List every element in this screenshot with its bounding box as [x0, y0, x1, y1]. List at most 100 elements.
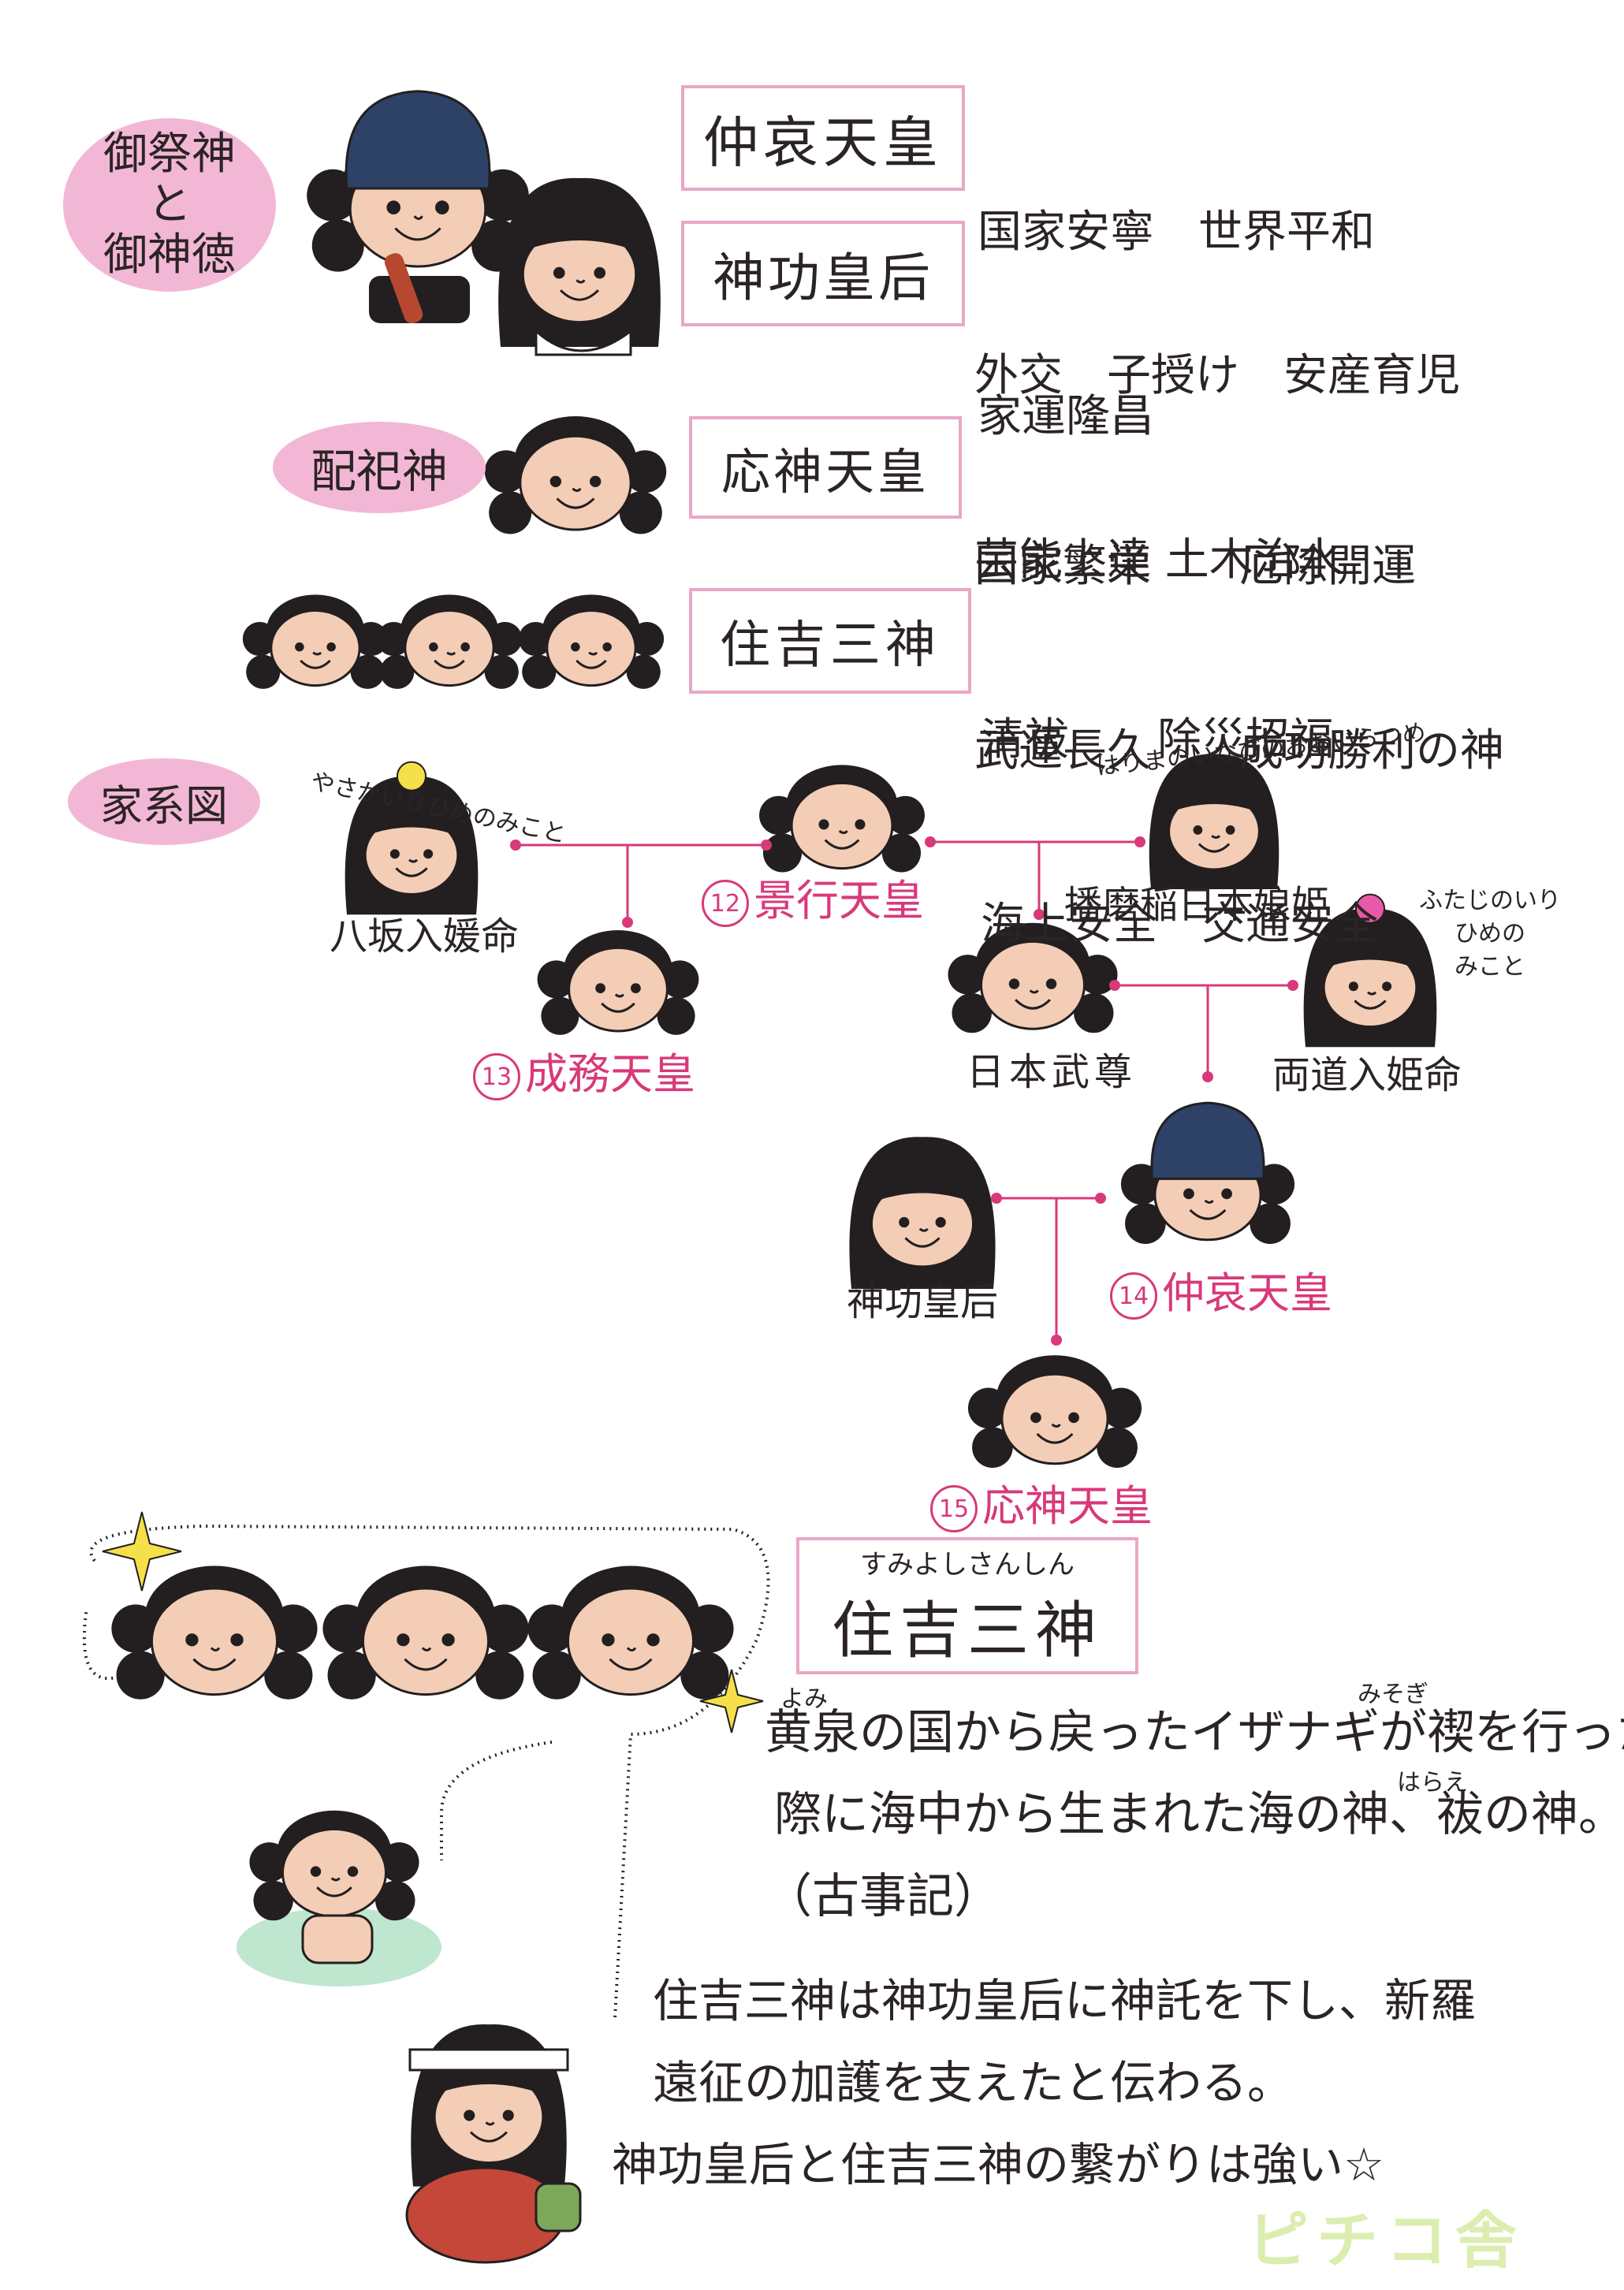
eye: [935, 1216, 946, 1228]
tree-dot: [1051, 1335, 1062, 1346]
haishijin-label: 配祀神: [273, 422, 486, 513]
sumiyoshi-big-head-3: [527, 1566, 734, 1700]
face: [281, 1827, 388, 1918]
sumiyoshi-ruby: すみよしさんしん: [860, 1548, 1075, 1581]
sumiyoshi-head-1: [242, 594, 389, 689]
tree-dot: [761, 840, 772, 851]
eye: [631, 983, 641, 993]
hair-bun: [619, 491, 662, 534]
ojin-tree-face: [967, 1355, 1142, 1468]
deity-name: 仲哀天皇: [703, 110, 943, 175]
eye: [818, 819, 829, 830]
hair-ornament: [396, 761, 427, 791]
eye: [429, 642, 438, 652]
hair-bun: [327, 1651, 376, 1700]
eye: [441, 1633, 455, 1647]
face: [568, 946, 669, 1033]
eye: [1225, 825, 1235, 835]
deity-name: 応神天皇: [721, 443, 929, 501]
eye: [460, 642, 470, 652]
headband: [408, 2048, 569, 2072]
tree-dot: [1202, 1071, 1213, 1082]
tree-dot: [622, 917, 633, 928]
seimu-face: [537, 930, 699, 1035]
tree-dot: [1034, 909, 1045, 920]
mouth: [395, 867, 428, 877]
eye: [295, 642, 304, 652]
nose: [572, 487, 582, 492]
sparkle-icon: [102, 1511, 182, 1592]
deity-virtues-sumiyoshi: 清祓 除災招福 海上安全 交通安全: [981, 714, 1378, 950]
face: [150, 1587, 279, 1696]
eye: [899, 1216, 910, 1228]
mouth: [904, 1237, 941, 1248]
nose: [1204, 1199, 1214, 1204]
nose: [408, 858, 419, 863]
sumiyoshi-big-head-1: [111, 1566, 318, 1700]
izanagi-face: [249, 1810, 419, 1921]
mouth: [434, 659, 465, 669]
deity-virtues-ojin: 国家繁栄 厄除開運 武運長久 成功勝利の神: [974, 541, 1504, 776]
nose: [575, 279, 586, 284]
eye: [386, 200, 401, 214]
mouth: [1015, 999, 1051, 1010]
hair-bun: [350, 654, 385, 689]
mouth: [1198, 843, 1231, 853]
hair-bun: [475, 1651, 524, 1700]
mouth: [192, 1658, 237, 1671]
eye: [326, 642, 336, 652]
hair-bun: [762, 833, 803, 873]
nose: [838, 829, 848, 834]
nose: [421, 1647, 432, 1651]
futaji-face: [1303, 893, 1437, 1048]
ruby-yomi: よみ: [780, 1685, 828, 1713]
nose: [446, 651, 456, 656]
nose: [413, 215, 423, 220]
mouth: [316, 1886, 352, 1897]
hair-bun: [626, 654, 661, 689]
mouth: [601, 1002, 635, 1013]
mouth: [824, 839, 860, 850]
face: [519, 434, 632, 531]
eye: [464, 2109, 475, 2121]
deity-box-jingu: 神功皇后: [681, 221, 965, 326]
tree-dot: [510, 840, 521, 851]
deity-box-ojin: 応神天皇: [689, 416, 962, 519]
eye: [553, 266, 565, 279]
mouth: [300, 659, 331, 669]
deity-box-sumiyoshi: 住吉三神: [689, 588, 971, 694]
eye: [1008, 978, 1020, 989]
eye: [397, 1633, 410, 1647]
hair-bun: [375, 1880, 415, 1921]
hair-bun: [264, 1651, 313, 1700]
mouth: [560, 289, 599, 301]
hair-bun: [881, 833, 922, 873]
face: [790, 781, 894, 870]
hair-bun: [657, 996, 695, 1035]
hair-bun: [116, 1651, 165, 1700]
jingu-tree-face: [849, 1137, 996, 1289]
deity-box-chuai: 仲哀天皇: [681, 85, 965, 191]
bangs: [868, 1179, 977, 1204]
eye: [1068, 1412, 1079, 1424]
bangs: [431, 2068, 546, 2096]
deity-name: 住吉三神: [720, 616, 941, 675]
yasaka-name: 八坂入媛命: [330, 914, 520, 959]
kanmuri-hat: [1150, 1101, 1265, 1180]
hair-bun: [1250, 1203, 1291, 1244]
yamatotakeru-face: [948, 922, 1118, 1033]
gosaijin-label: 御祭神 と 御神徳: [63, 118, 276, 292]
eye: [602, 1633, 615, 1647]
hair-bun: [541, 996, 579, 1035]
sumiyoshi-title-box: すみよしさんしん 住吉三神: [796, 1537, 1138, 1674]
mouth: [609, 1658, 653, 1671]
eye: [310, 1866, 322, 1877]
ruby-harae: はらえ: [1397, 1769, 1468, 1797]
eye: [602, 642, 612, 652]
body: [301, 1914, 374, 1964]
keiko-face: [759, 765, 925, 873]
